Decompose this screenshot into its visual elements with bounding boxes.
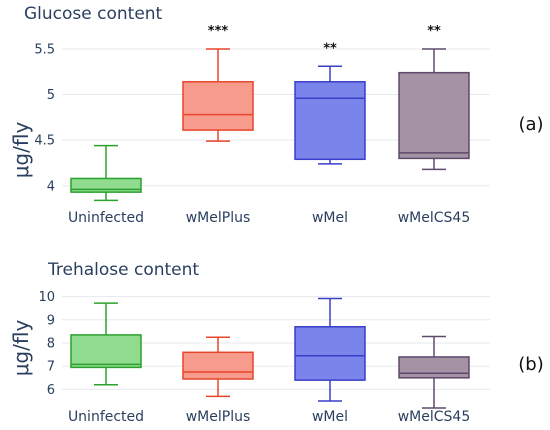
y-tick-label: 4 <box>47 179 55 194</box>
box-wMel <box>294 65 366 165</box>
box-wMelPlus <box>182 48 254 142</box>
panel-a: Glucose content μg/fly 4 4.5 5 5.5 Uninfect… <box>9 4 544 226</box>
iqr-box <box>398 71 470 160</box>
y-tick-label: 8 <box>47 337 55 352</box>
panel-b-title: Trehalose content <box>47 260 199 280</box>
x-tick-label: wMelPlus <box>186 210 251 226</box>
iqr-box <box>182 81 254 131</box>
y-tick-label: 4.5 <box>34 134 55 149</box>
significance-label: *** <box>208 24 229 39</box>
significance-label: ** <box>427 24 441 39</box>
box-wMelPlus <box>182 336 254 398</box>
panel-a-y-ticks: 4 4.5 5 5.5 <box>34 42 55 194</box>
panel-b-y-ticks: 6 7 8 9 10 <box>38 290 55 398</box>
panel-a-boxes <box>70 48 470 202</box>
box-wMel <box>294 297 366 402</box>
panel-a-label: (a) <box>518 114 543 135</box>
y-tick-label: 10 <box>38 290 55 305</box>
x-tick-label: wMel <box>312 210 348 226</box>
panel-b-y-axis-label: μg/fly <box>9 320 33 377</box>
y-tick-label: 5 <box>47 88 55 103</box>
panel-b-boxes <box>70 297 470 409</box>
x-tick-label: Uninfected <box>68 210 144 226</box>
x-tick-label: wMelPlus <box>186 409 251 425</box>
panel-a-x-ticks: Uninfected wMelPlus wMel wMelCS45 <box>68 210 470 226</box>
panel-b-x-ticks: Uninfected wMelPlus wMel wMelCS45 <box>68 409 470 425</box>
panel-b-label: (b) <box>518 354 543 375</box>
x-tick-label: wMelCS45 <box>398 210 471 226</box>
x-tick-label: wMelCS45 <box>398 409 471 425</box>
iqr-box <box>294 81 366 161</box>
iqr-box <box>70 334 142 369</box>
panel-b: Trehalose content μg/fly 6 7 8 9 10 Uninfect… <box>9 260 544 425</box>
panel-a-y-axis-label: μg/fly <box>9 122 33 179</box>
box-Uninfected <box>70 144 142 202</box>
y-tick-label: 5.5 <box>34 42 55 57</box>
y-tick-label: 9 <box>47 313 55 328</box>
iqr-box <box>294 326 366 381</box>
panel-a-title: Glucose content <box>24 4 163 24</box>
box-Uninfected <box>70 302 142 386</box>
x-tick-label: Uninfected <box>68 409 144 425</box>
iqr-box <box>182 351 254 380</box>
iqr-box <box>398 356 470 379</box>
significance-label: ** <box>323 41 337 56</box>
panel-a-significance-labels: ******* <box>208 24 441 56</box>
y-tick-label: 7 <box>47 360 55 375</box>
box-wMelCS45 <box>398 48 470 171</box>
y-tick-label: 6 <box>47 383 55 398</box>
x-tick-label: wMel <box>312 409 348 425</box>
box-wMelCS45 <box>398 335 470 409</box>
